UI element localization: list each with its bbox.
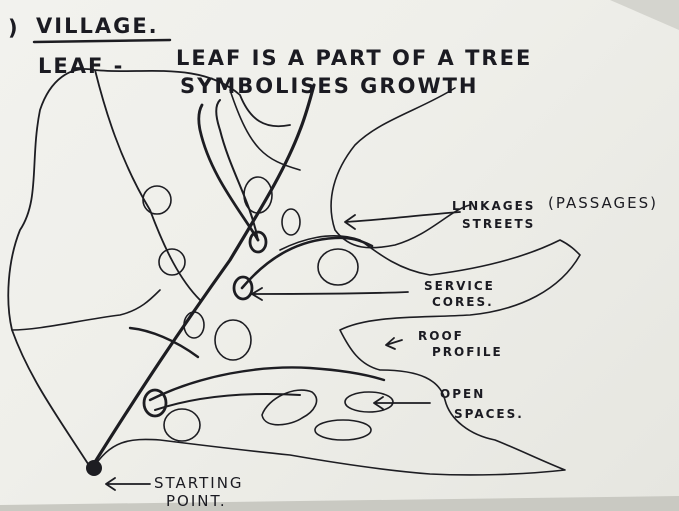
cell: [164, 409, 200, 441]
leaf-lobe-right: [331, 88, 470, 248]
vein-mid: [150, 367, 384, 400]
label-passages: (PASSAGES): [548, 196, 658, 211]
diagram-title: VILLAGE.: [36, 16, 159, 37]
label-open: OPEN: [440, 388, 485, 400]
header-line-1: LEAF IS A PART OF A TREE: [176, 48, 532, 69]
cell: [143, 186, 171, 214]
label-service: SERVICE: [424, 280, 495, 292]
label-streets: STREETS: [462, 218, 535, 230]
vein-upper: [199, 105, 258, 240]
leaf-outline: [8, 69, 290, 470]
open-space: [315, 420, 371, 440]
label-spaces: SPACES.: [454, 408, 524, 420]
arrow-service: [252, 288, 408, 300]
number-mark: ): [8, 18, 20, 39]
label-starting: STARTING: [154, 476, 244, 491]
label-cores: CORES.: [432, 296, 494, 308]
cell: [184, 312, 204, 338]
header-line-2: SYMBOLISES GROWTH: [180, 76, 479, 97]
arrow-roof: [386, 338, 402, 349]
label-profile: PROFILE: [432, 346, 503, 358]
core-knot: [250, 232, 266, 252]
leaf-lobe-left: [12, 290, 160, 330]
arrow-open: [374, 397, 430, 409]
cell: [282, 209, 300, 235]
vein-upper-2: [216, 100, 258, 240]
core-knot: [144, 390, 166, 416]
arrow-start: [106, 478, 150, 490]
label-linkages: LINKAGES: [452, 200, 535, 212]
starting-dot: [86, 460, 102, 476]
cell: [318, 249, 358, 285]
leaf-label: LEAF -: [38, 56, 124, 77]
cell: [215, 320, 251, 360]
label-point: POINT.: [166, 494, 227, 509]
open-space: [345, 392, 393, 412]
label-roof: ROOF: [418, 330, 464, 342]
title-underline: [34, 40, 170, 42]
